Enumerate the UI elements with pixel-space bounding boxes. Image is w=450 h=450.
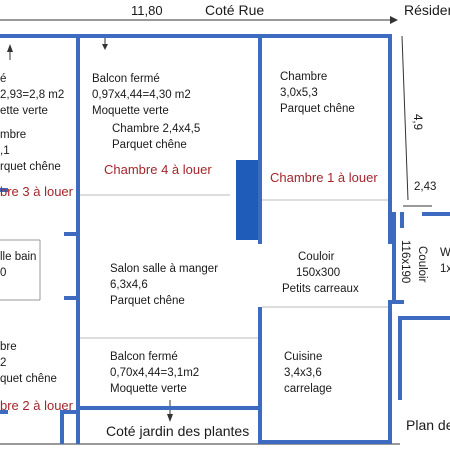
balcony-bottom-title: Balcon fermé: [110, 351, 178, 363]
room1-name: Chambre 1 à louer: [270, 170, 378, 185]
street-top-right: Résiden: [404, 2, 450, 18]
room3-line1: mbre: [0, 129, 27, 141]
room3-line2: ,1: [0, 145, 10, 157]
wall: [262, 440, 392, 444]
wall: [64, 232, 80, 236]
couloir-size: 150x300: [296, 267, 341, 279]
wall: [0, 34, 80, 38]
wall: [398, 316, 450, 320]
room4-floor: Parquet chêne: [112, 139, 187, 151]
wall: [64, 296, 80, 300]
wall: [60, 410, 64, 444]
wall: [80, 406, 260, 410]
wall: [262, 34, 392, 38]
room2-line1: bre: [0, 341, 17, 353]
street-bottom: Coté jardin des plantes: [106, 423, 250, 439]
bath-line2: 0: [0, 267, 7, 279]
room4-name: Chambre 4 à louer: [104, 162, 212, 177]
balcony-bottom-area: 0,70x4,44=3,1m2: [110, 367, 200, 379]
wall: [370, 34, 390, 38]
room1-size: 3,0x5,3: [280, 87, 318, 99]
salon-size: 6,3x4,6: [110, 279, 148, 291]
wall: [258, 307, 262, 444]
balcony-left-title: é: [0, 73, 7, 85]
wall: [422, 212, 450, 216]
couloir-title: Couloir: [298, 251, 335, 263]
wall: [76, 34, 80, 444]
couloir2-size: 116x190: [399, 240, 411, 284]
room3-name: bre 3 à louer: [0, 184, 73, 199]
wall: [388, 34, 392, 244]
salon-title: Salon salle à manger: [110, 263, 219, 275]
wall: [258, 34, 262, 244]
room2-line2: 2: [0, 357, 7, 369]
wc-line2: 1x: [440, 263, 450, 275]
door-block: [236, 160, 258, 240]
kitchen-title: Cuisine: [284, 351, 323, 363]
room1-floor: Parquet chêne: [280, 103, 355, 115]
balcony-top-title: Balcon fermé: [92, 73, 160, 85]
room2-name: bre 2 à louer: [0, 398, 73, 413]
street-top: Coté Rue: [205, 2, 265, 18]
room3-line3: rquet chêne: [0, 161, 61, 173]
balcony-left-floor: ette verte: [0, 105, 48, 117]
wall: [398, 316, 402, 400]
dimension-right-mid: 2,43: [414, 181, 437, 193]
balcony-top-area: 0,97x4,44=4,30 m2: [92, 89, 191, 101]
balcony-bottom-floor: Moquette verte: [110, 383, 187, 395]
room4-title: Chambre 2,4x4,5: [112, 123, 201, 135]
wall: [388, 300, 392, 444]
wall: [0, 188, 8, 192]
balcony-left-area: 2,93=2,8 m2: [0, 89, 65, 101]
wall: [392, 300, 404, 304]
wc-line1: W: [440, 247, 450, 259]
salon-floor: Parquet chêne: [110, 295, 185, 307]
wall: [400, 212, 404, 228]
balcony-top-floor: Moquette verte: [92, 105, 169, 117]
wall: [64, 410, 80, 414]
kitchen-floor: carrelage: [284, 383, 332, 395]
wall: [80, 34, 260, 38]
bath-line1: lle bain: [0, 251, 37, 263]
wall: [392, 212, 396, 302]
kitchen-size: 3,4x3,6: [284, 367, 322, 379]
plan-label: Plan de: [406, 417, 450, 433]
dimension-right-top: 4,9: [411, 114, 423, 130]
room1-title: Chambre: [280, 71, 328, 83]
room2-line3: quet chêne: [0, 373, 57, 385]
wall: [0, 410, 8, 414]
dimension-width-total: 11,80: [131, 3, 163, 18]
couloir2-title: Couloir: [416, 246, 428, 283]
couloir-floor: Petits carreaux: [282, 283, 359, 295]
